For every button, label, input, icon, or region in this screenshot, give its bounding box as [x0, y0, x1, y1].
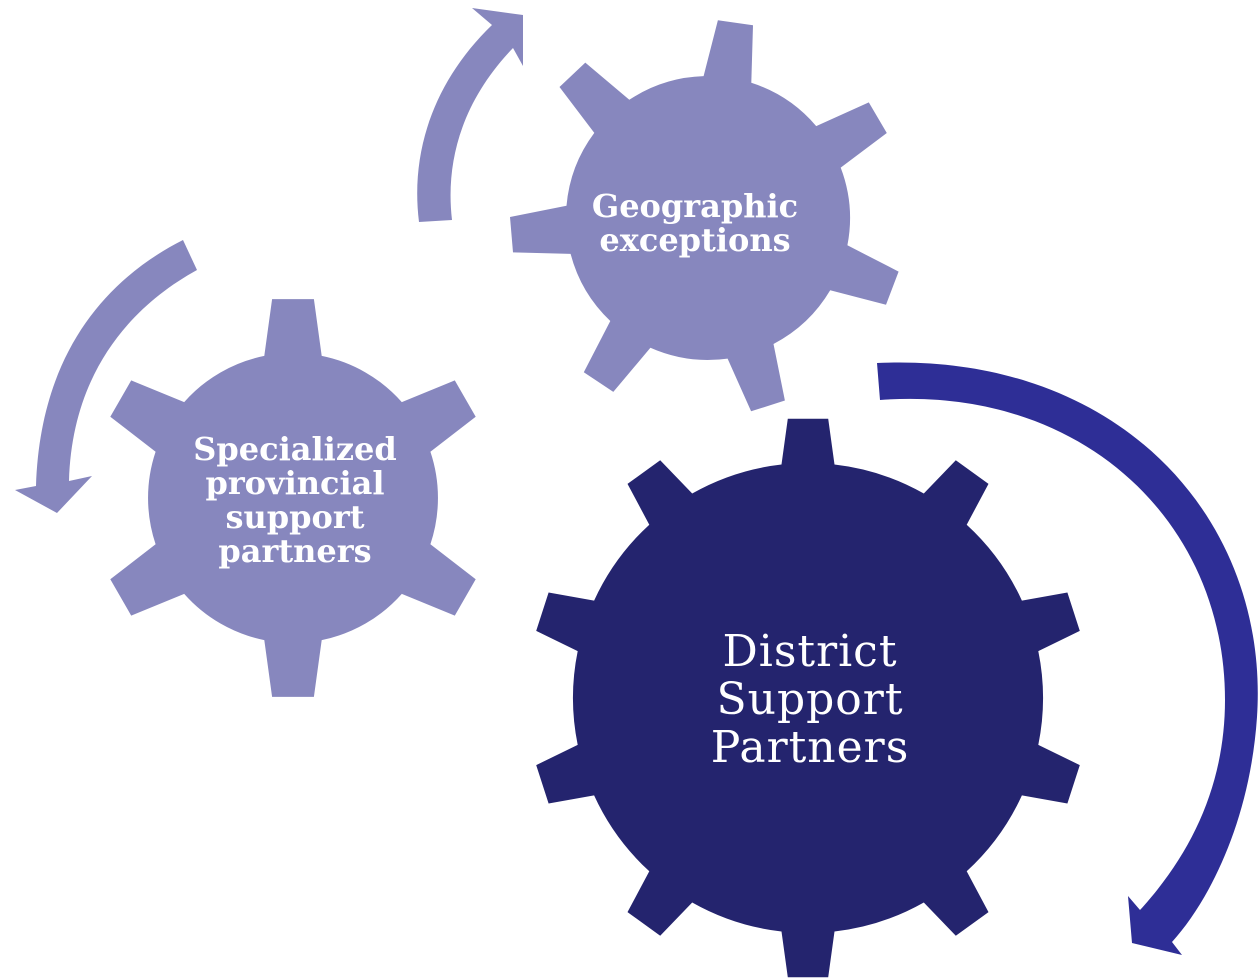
label-line: Partners: [710, 722, 910, 773]
arrow-left-icon: [15, 240, 197, 513]
district-support-partners-label: District Support Partners: [670, 615, 950, 785]
arrow-right-icon: [877, 362, 1258, 955]
specialized-provincial-support-partners-label: Specialized provincial support partners: [175, 420, 415, 580]
label-line: Specialized: [193, 430, 397, 468]
gear-specialized: [110, 299, 476, 697]
label-line: Geographic: [591, 187, 799, 225]
label-line: support: [225, 498, 365, 536]
label-line: District: [722, 626, 898, 677]
label-line: provincial: [205, 464, 385, 502]
label-line: Support: [716, 674, 904, 725]
gear-geographic: [510, 20, 899, 412]
geographic-exceptions-label: Geographic exceptions: [575, 168, 815, 278]
label-line: exceptions: [599, 221, 791, 259]
gears-layer: [110, 20, 1080, 978]
arrow-top-left-icon: [417, 8, 523, 222]
gear-district: [536, 418, 1080, 978]
label-line: partners: [218, 532, 372, 570]
arrows-layer: [15, 8, 1258, 955]
